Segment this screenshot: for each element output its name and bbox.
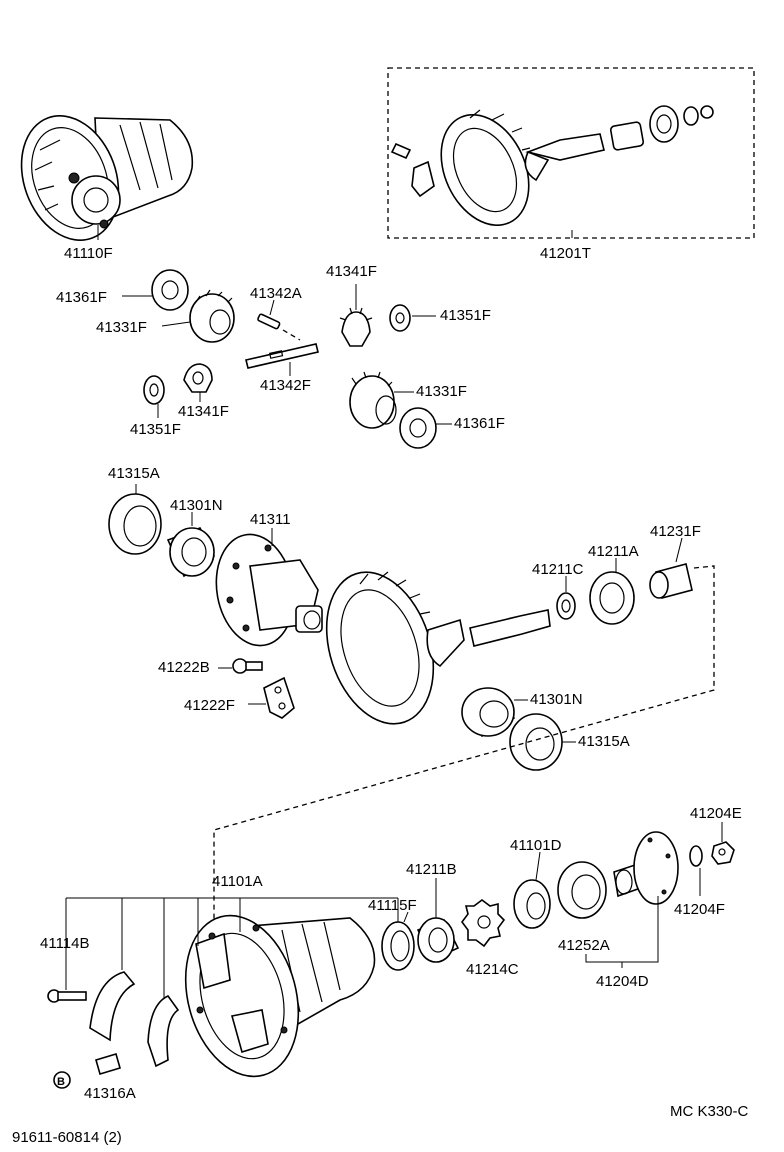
- part-label-41204d: 41204D: [596, 973, 649, 990]
- part-label-41201t: 41201T: [540, 245, 591, 262]
- bearing-cap-right[interactable]: [147, 995, 180, 1068]
- oil-seal-41115f[interactable]: [381, 911, 415, 971]
- assembly-bracket-41204d: [585, 896, 659, 968]
- pinion-shaft-41342f[interactable]: [245, 343, 319, 376]
- pinion-thrust-washer-41351f[interactable]: [389, 304, 436, 332]
- part-label-41222b: 41222B: [158, 659, 210, 676]
- part-label-41222f: 41222F: [184, 697, 235, 714]
- companion-flange[interactable]: [613, 831, 679, 905]
- part-label-41214c: 41214C: [466, 961, 519, 978]
- ring-pinion-set-41201t[interactable]: [387, 67, 755, 239]
- ring-gear-and-drive-pinion[interactable]: [308, 558, 551, 737]
- standard-part-symbol: B: [53, 1071, 71, 1089]
- part-label-41114b: 41114B: [40, 935, 90, 952]
- part-label-41316a: 41316A: [84, 1085, 136, 1102]
- part-label-41311: 41311: [250, 511, 291, 528]
- part-label-41252a: 41252A: [558, 937, 610, 954]
- bearing-cap-left[interactable]: [89, 971, 136, 1042]
- side-gear-41331f-lower[interactable]: [349, 371, 414, 429]
- assembly-bracket-41101a: [65, 897, 399, 1010]
- part-label-41342a: 41342A: [250, 285, 302, 302]
- bearing-cup-41315a[interactable]: [108, 484, 162, 555]
- carrier-assembly-41110f[interactable]: [5, 102, 194, 254]
- part-label-41231f: 41231F: [650, 523, 701, 540]
- part-label-41110f: 41110F: [64, 245, 113, 262]
- part-label-41331f-upper: 41331F: [96, 319, 147, 336]
- part-label-41204f: 41204F: [674, 901, 725, 918]
- oil-seal-41101d[interactable]: [513, 851, 551, 929]
- pinion-shaft-pin-41342a[interactable]: [257, 299, 281, 330]
- part-label-91611: 91611-60814 (2): [12, 1129, 122, 1146]
- part-label-41115f: 41115F: [368, 897, 417, 914]
- bearing-cone-41301n[interactable]: [166, 512, 216, 578]
- differential-case-41311[interactable]: [208, 528, 323, 652]
- pin-alignment-line: [282, 329, 301, 341]
- part-label-41342f: 41342F: [260, 377, 311, 394]
- part-label-41361f-upper: 41361F: [56, 289, 107, 306]
- adjusting-nut-lock-41316a[interactable]: [95, 1053, 121, 1075]
- part-label-41301n-lower: 41301N: [530, 691, 583, 708]
- part-label-41211c: 41211C: [532, 561, 584, 578]
- front-bearing-41211a[interactable]: [589, 558, 635, 625]
- part-label-41211a: 41211A: [588, 543, 639, 560]
- lock-plate-41222f[interactable]: [248, 676, 295, 719]
- part-label-41331f-lower: 41331F: [416, 383, 467, 400]
- part-label-41351f-lower: 41351F: [130, 421, 181, 438]
- bearing-cone-41301n-lower[interactable]: [461, 687, 528, 738]
- side-gear-41331f[interactable]: [161, 289, 235, 343]
- part-label-41315a-lower: 41315A: [578, 733, 630, 750]
- carrier-housing-41101a[interactable]: [169, 903, 376, 1089]
- flange-washer-41204f[interactable]: [689, 845, 703, 896]
- flange-nut-41204e[interactable]: [711, 822, 735, 865]
- part-label-41361f-lower: 41361F: [454, 415, 505, 432]
- part-label-41101d: 41101D: [510, 837, 562, 854]
- part-label-41341f-upper: 41341F: [326, 263, 377, 280]
- part-label-41101a: 41101A: [212, 873, 263, 890]
- pinion-gear-41341f[interactable]: [339, 284, 373, 347]
- pinion-gear-41341f-lower[interactable]: [183, 363, 213, 402]
- part-label-41315a-upper: 41315A: [108, 465, 160, 482]
- ring-gear-bolt-41222b[interactable]: [218, 658, 263, 674]
- dust-deflector-41252a[interactable]: [557, 861, 607, 919]
- part-label-41301n-upper: 41301N: [170, 497, 223, 514]
- side-gear-washer-41361f-lower[interactable]: [399, 407, 452, 449]
- diagram-code: MC K330-C: [670, 1103, 749, 1120]
- oil-slinger-41214c[interactable]: [461, 899, 506, 948]
- bearing-cap-bolt-41114b[interactable]: [47, 989, 87, 1003]
- part-label-41351f-upper: 41351F: [440, 307, 491, 324]
- part-label-41204e: 41204E: [690, 805, 742, 822]
- rear-bearing-41211b[interactable]: [416, 878, 460, 963]
- side-gear-washer-41361f[interactable]: [122, 269, 189, 311]
- assembly-reference-line: [213, 565, 715, 996]
- svg-text:B: B: [57, 1076, 65, 1088]
- bearing-sleeve-41231f[interactable]: [649, 537, 693, 599]
- pinion-thrust-washer-41351f-lower[interactable]: [143, 375, 165, 418]
- bearing-cup-41315a-lower[interactable]: [509, 713, 576, 771]
- collapsible-spacer-41211c[interactable]: [556, 576, 576, 620]
- part-label-41341f-lower: 41341F: [178, 403, 229, 420]
- part-label-41211b: 41211B: [406, 861, 457, 878]
